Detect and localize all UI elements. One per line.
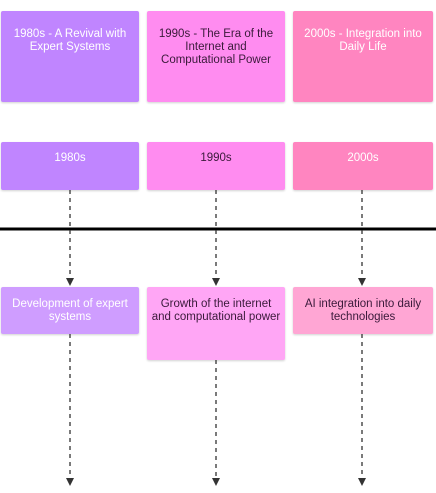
decade-label-text: 1980s xyxy=(54,152,86,164)
era-header-1980s: 1980s - A Revival with Expert Systems xyxy=(1,11,139,102)
decade-label-text: 2000s xyxy=(347,152,379,164)
decade-label-1980s: 1980s xyxy=(1,142,139,190)
decade-label-1990s: 1990s xyxy=(147,142,285,190)
era-header-text: 2000s - Integration into Daily Life xyxy=(304,28,422,53)
decade-label-text: 1990s xyxy=(200,152,232,164)
event-detail-text: Development of expert systems xyxy=(12,298,128,323)
event-detail-2000s: AI integration into daily technologies xyxy=(293,287,433,334)
era-header-text: 1990s - The Era of the Internet and Comp… xyxy=(158,28,274,66)
event-detail-1980s: Development of expert systems xyxy=(1,287,139,334)
decade-label-2000s: 2000s xyxy=(293,142,433,190)
era-header-1990s: 1990s - The Era of the Internet and Comp… xyxy=(147,11,285,102)
event-detail-text: AI integration into daily technologies xyxy=(304,298,422,323)
event-detail-1990s: Growth of the internet and computational… xyxy=(147,287,285,360)
era-header-text: 1980s - A Revival with Expert Systems xyxy=(13,28,127,53)
event-detail-text: Growth of the internet and computational… xyxy=(151,298,281,323)
era-header-2000s: 2000s - Integration into Daily Life xyxy=(293,11,433,102)
